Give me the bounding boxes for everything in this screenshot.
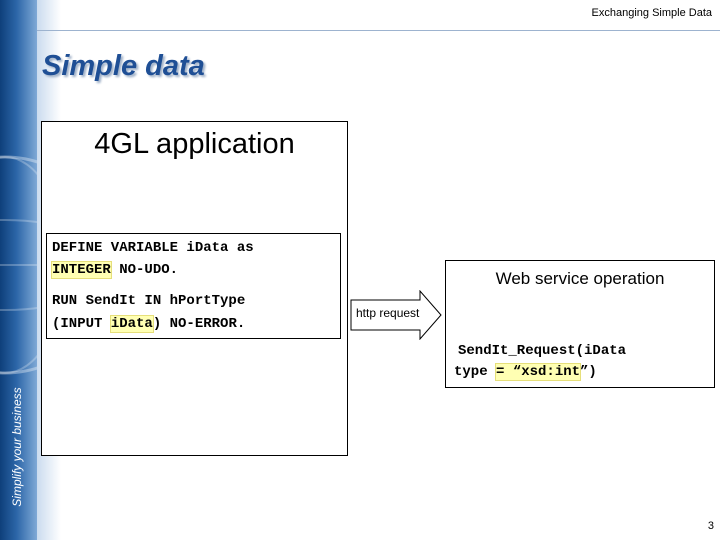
- app-box-title: 4GL application: [94, 128, 295, 160]
- code-line-1: DEFINE VARIABLE iData as: [52, 240, 254, 256]
- web-service-title: Web service operation: [495, 269, 665, 288]
- http-request-arrow: [350, 290, 442, 340]
- http-request-label: http request: [356, 306, 420, 320]
- code-line-2-rest: NO-UDO.: [110, 262, 179, 278]
- code-highlight-idata: iData: [109, 315, 154, 333]
- sidebar-tagline: Simplify your business: [10, 387, 24, 507]
- slide-title: Simple data: [42, 50, 205, 82]
- code-line-4-start: (INPUT: [52, 316, 111, 332]
- sidebar-band: Simplify your business: [0, 0, 115, 540]
- code-line-4-end: ) NO-ERROR.: [152, 316, 246, 332]
- code-highlight-integer: INTEGER: [51, 261, 112, 279]
- ws-code-line-1: SendIt_Request(iData: [458, 343, 627, 359]
- header-divider: [37, 30, 720, 31]
- code-line-4: (INPUT iData) NO-ERROR.: [52, 313, 245, 335]
- web-service-box: Web service operation SendIt_Request(iDa…: [445, 260, 715, 388]
- section-title: Exchanging Simple Data: [591, 7, 712, 19]
- ws-code-highlight-xsd: = “xsd:int: [495, 363, 582, 381]
- code-line-3: RUN SendIt IN hPortType: [52, 293, 246, 309]
- ws-code-line-2: type = “xsd:int”): [454, 363, 597, 381]
- ws-code-line-2-start: type: [454, 364, 497, 380]
- code-line-2: INTEGER NO-UDO.: [51, 259, 179, 281]
- abl-code-box: DEFINE VARIABLE iData as INTEGER NO-UDO.…: [46, 233, 341, 339]
- page-number: 3: [707, 520, 714, 532]
- ws-code-line-2-end: ”): [580, 364, 597, 380]
